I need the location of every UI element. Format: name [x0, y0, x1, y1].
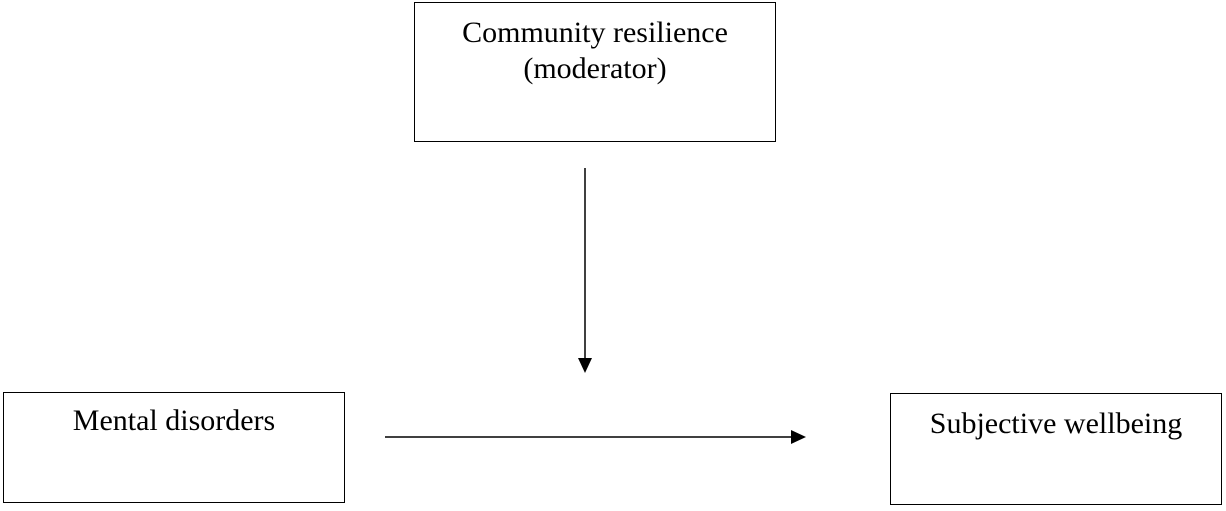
moderation-arrow — [578, 168, 592, 373]
outcome-box: Subjective wellbeing — [890, 393, 1222, 505]
moderator-box: Community resilience (moderator) — [414, 2, 776, 142]
moderator-label-line1: Community resilience — [462, 16, 728, 49]
outcome-label: Subjective wellbeing — [929, 407, 1183, 440]
moderator-label-line2: (moderator) — [523, 52, 667, 85]
direct-effect-arrow — [385, 430, 806, 444]
predictor-box: Mental disorders — [3, 392, 345, 503]
predictor-label: Mental disorders — [72, 404, 276, 437]
moderation-arrow-head — [578, 358, 592, 373]
direct-effect-arrow-head — [791, 430, 806, 444]
